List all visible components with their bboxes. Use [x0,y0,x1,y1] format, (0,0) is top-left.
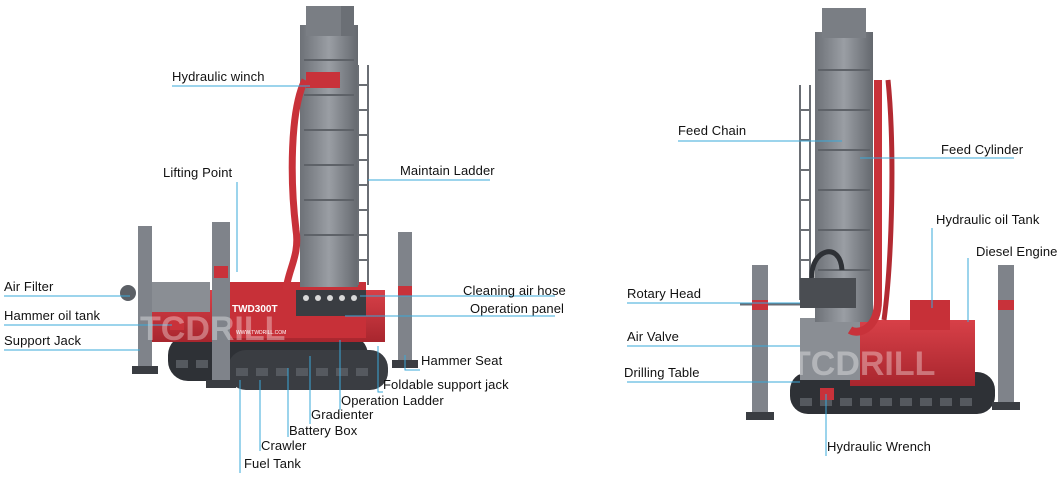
label-hydraulic-wrench: Hydraulic Wrench [827,439,931,454]
maintain-ladder [357,65,369,285]
label-air-valve: Air Valve [627,329,679,344]
label-maintain-ladder: Maintain Ladder [400,163,495,178]
label-lifting-point: Lifting Point [163,165,233,180]
label-support-jack: Support Jack [4,333,82,348]
air-filter-cap [120,285,136,301]
label-feed-cylinder: Feed Cylinder [941,142,1024,157]
label-battery-box: Battery Box [289,423,358,438]
drilling-table [800,318,860,380]
mast [300,25,358,287]
label-feed-chain: Feed Chain [678,123,747,138]
watermark-right: TCDRILL [790,345,935,383]
label-gradienter: Gradienter [311,407,374,422]
feed-cylinder [847,80,882,336]
hydraulic-wrench-mark [820,388,834,400]
mast-right [815,32,873,322]
label-fuel-tank: Fuel Tank [244,456,302,471]
rotary-head [800,278,856,308]
label-air-filter: Air Filter [4,279,54,294]
label-drilling-table: Drilling Table [624,365,700,380]
red-hose [282,78,309,291]
support-jacks [132,222,418,388]
label-foldable-support-jack: Foldable support jack [383,377,509,392]
label-rotary-head: Rotary Head [627,286,702,301]
label-cleaning-air-hose: Cleaning air hose [463,283,566,298]
label-hydraulic-winch: Hydraulic winch [172,69,265,84]
label-operation-panel: Operation panel [470,301,565,316]
label-hammer-seat: Hammer Seat [421,353,503,368]
website-plate: WWW.TWDRILL.COM [236,330,286,336]
label-hydraulic-oil-tank: Hydraulic oil Tank [936,212,1040,227]
left-drill-rig: TWD300T WWW.TWDRILL.COM [120,6,418,390]
watermark-left: TCDRILL [140,310,285,348]
label-crawler: Crawler [261,438,307,453]
label-diesel-engine: Diesel Engine [976,244,1058,259]
red-body-right [850,320,975,386]
leader-lines [4,85,1014,473]
model-plate: TWD300T [232,304,278,315]
hammer-oil-tank-mark [170,316,184,330]
operation-panel [296,290,366,316]
right-drill-rig [740,8,1020,420]
winch-drum [306,72,340,88]
ladder-right [799,85,811,300]
label-operation-ladder: Operation Ladder [341,393,444,408]
label-hammer-oil-tank: Hammer oil tank [4,308,101,323]
